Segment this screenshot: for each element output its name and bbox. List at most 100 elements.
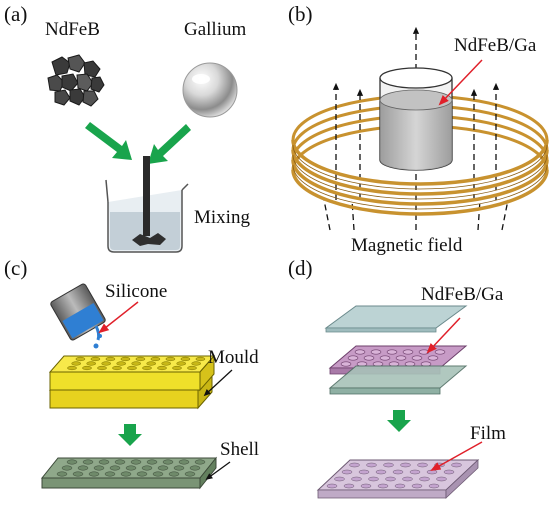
mould-cavity [180,356,191,362]
mould-pointer-arrow [203,369,233,397]
shell-pillar [189,465,201,471]
panel-a-tag: (a) [4,2,28,26]
alloy-cylinder-icon [379,67,453,171]
mould-cavity [67,365,77,371]
film-pillar [370,349,382,355]
mould-cavity [172,365,182,371]
shell-pillar [56,471,68,477]
shell-pillar [93,465,105,471]
alloy-pointer-arrow-d [426,317,461,354]
mixing-label: Mixing [194,207,250,228]
mould-cavity [191,361,201,366]
shell-pillar [120,471,132,477]
mould-cavity [146,361,156,366]
composite-pillar [428,483,440,489]
composite-pillar [349,462,360,468]
cover-layer-icon [324,305,468,329]
mould-cavity [86,361,96,366]
mould-cavity [195,356,206,362]
film-pillar [402,349,414,355]
composite-pillar [368,476,379,482]
shell-pillar [61,465,73,471]
alloy-pointer-arrow-b [438,59,483,106]
shell-pointer-arrow [205,461,231,480]
composite-pillar [375,469,387,475]
gallium-sphere-icon [182,62,238,118]
film-pillar [418,349,430,355]
ndfeb-ga-label-b: NdFeB/Ga [454,35,537,56]
panel-a-graphics [47,54,238,253]
composite-pillar [394,483,406,489]
panel-b-tag: (b) [288,2,313,26]
mould-label: Mould [208,347,259,368]
composite-pillar [341,469,353,475]
silicone-label: Silicone [105,281,168,302]
layer-stack-icon [328,345,468,395]
mould-cavity [82,365,92,371]
composite-pillar [343,483,355,489]
shell-pillar [130,459,142,465]
panel-b-graphics [291,26,549,231]
film-pillar [363,355,375,361]
mould-cavity [135,356,146,362]
shell-pillar [82,459,94,465]
film-pillar [386,349,398,355]
silicone-stream [94,325,101,341]
composite-pillar [443,469,455,475]
composite-pillar [358,469,370,475]
ndfeb-ga-label-d: NdFeB/Ga [421,284,504,305]
mould-cavity [161,361,171,366]
mixing-beaker-icon [105,156,189,253]
shell-pillar [168,471,180,477]
mould-cavity [131,361,141,366]
shell-pillar [114,459,126,465]
mould-cavity [71,361,81,366]
panel-d-graphics [316,305,483,499]
ring-coil-icon [291,139,549,216]
film-pillar [427,355,439,361]
shell-label: Shell [220,439,260,460]
mould-cavity [176,361,186,366]
composite-pillar [402,476,413,482]
composite-pillar [409,469,421,475]
composite-pillar [400,462,411,468]
silicone-pointer-arrow [98,301,139,334]
silicone-shell-icon [40,456,218,490]
film-pillar [395,355,407,361]
composite-pillar [366,462,377,468]
mould-cavity [187,365,197,371]
ndfeb-label: NdFeB [45,19,100,40]
composite-pillar [334,476,345,482]
shell-pillar [136,471,148,477]
shell-pillar [194,459,206,465]
shell-pillar [104,471,116,477]
shell-pillar [184,471,196,477]
shell-pillar [146,459,158,465]
mould-cavity [165,356,176,362]
gallium-label: Gallium [184,19,247,40]
composite-pillar [436,476,447,482]
process-arrow-d [387,410,411,432]
film-pillar [347,355,359,361]
mould-cavity [112,365,122,371]
composite-pillar [417,462,428,468]
mould-cavity [90,356,101,362]
film-pillar [411,355,423,361]
panel-c-graphics [40,283,233,490]
process-arrows-a [85,122,191,164]
mould-cavity [75,356,86,362]
shell-pillar [72,471,84,477]
film-pillar [340,361,352,367]
composite-pillar [377,483,389,489]
mould-cavity [116,361,126,366]
shell-pillar [173,465,185,471]
mould-cavity [150,356,161,362]
composite-pillar [392,469,404,475]
mould-cavity [142,365,152,371]
film-pillar [379,355,391,361]
shell-pillar [109,465,121,471]
film-label: Film [470,423,506,444]
mould-tray-icon [48,354,216,410]
